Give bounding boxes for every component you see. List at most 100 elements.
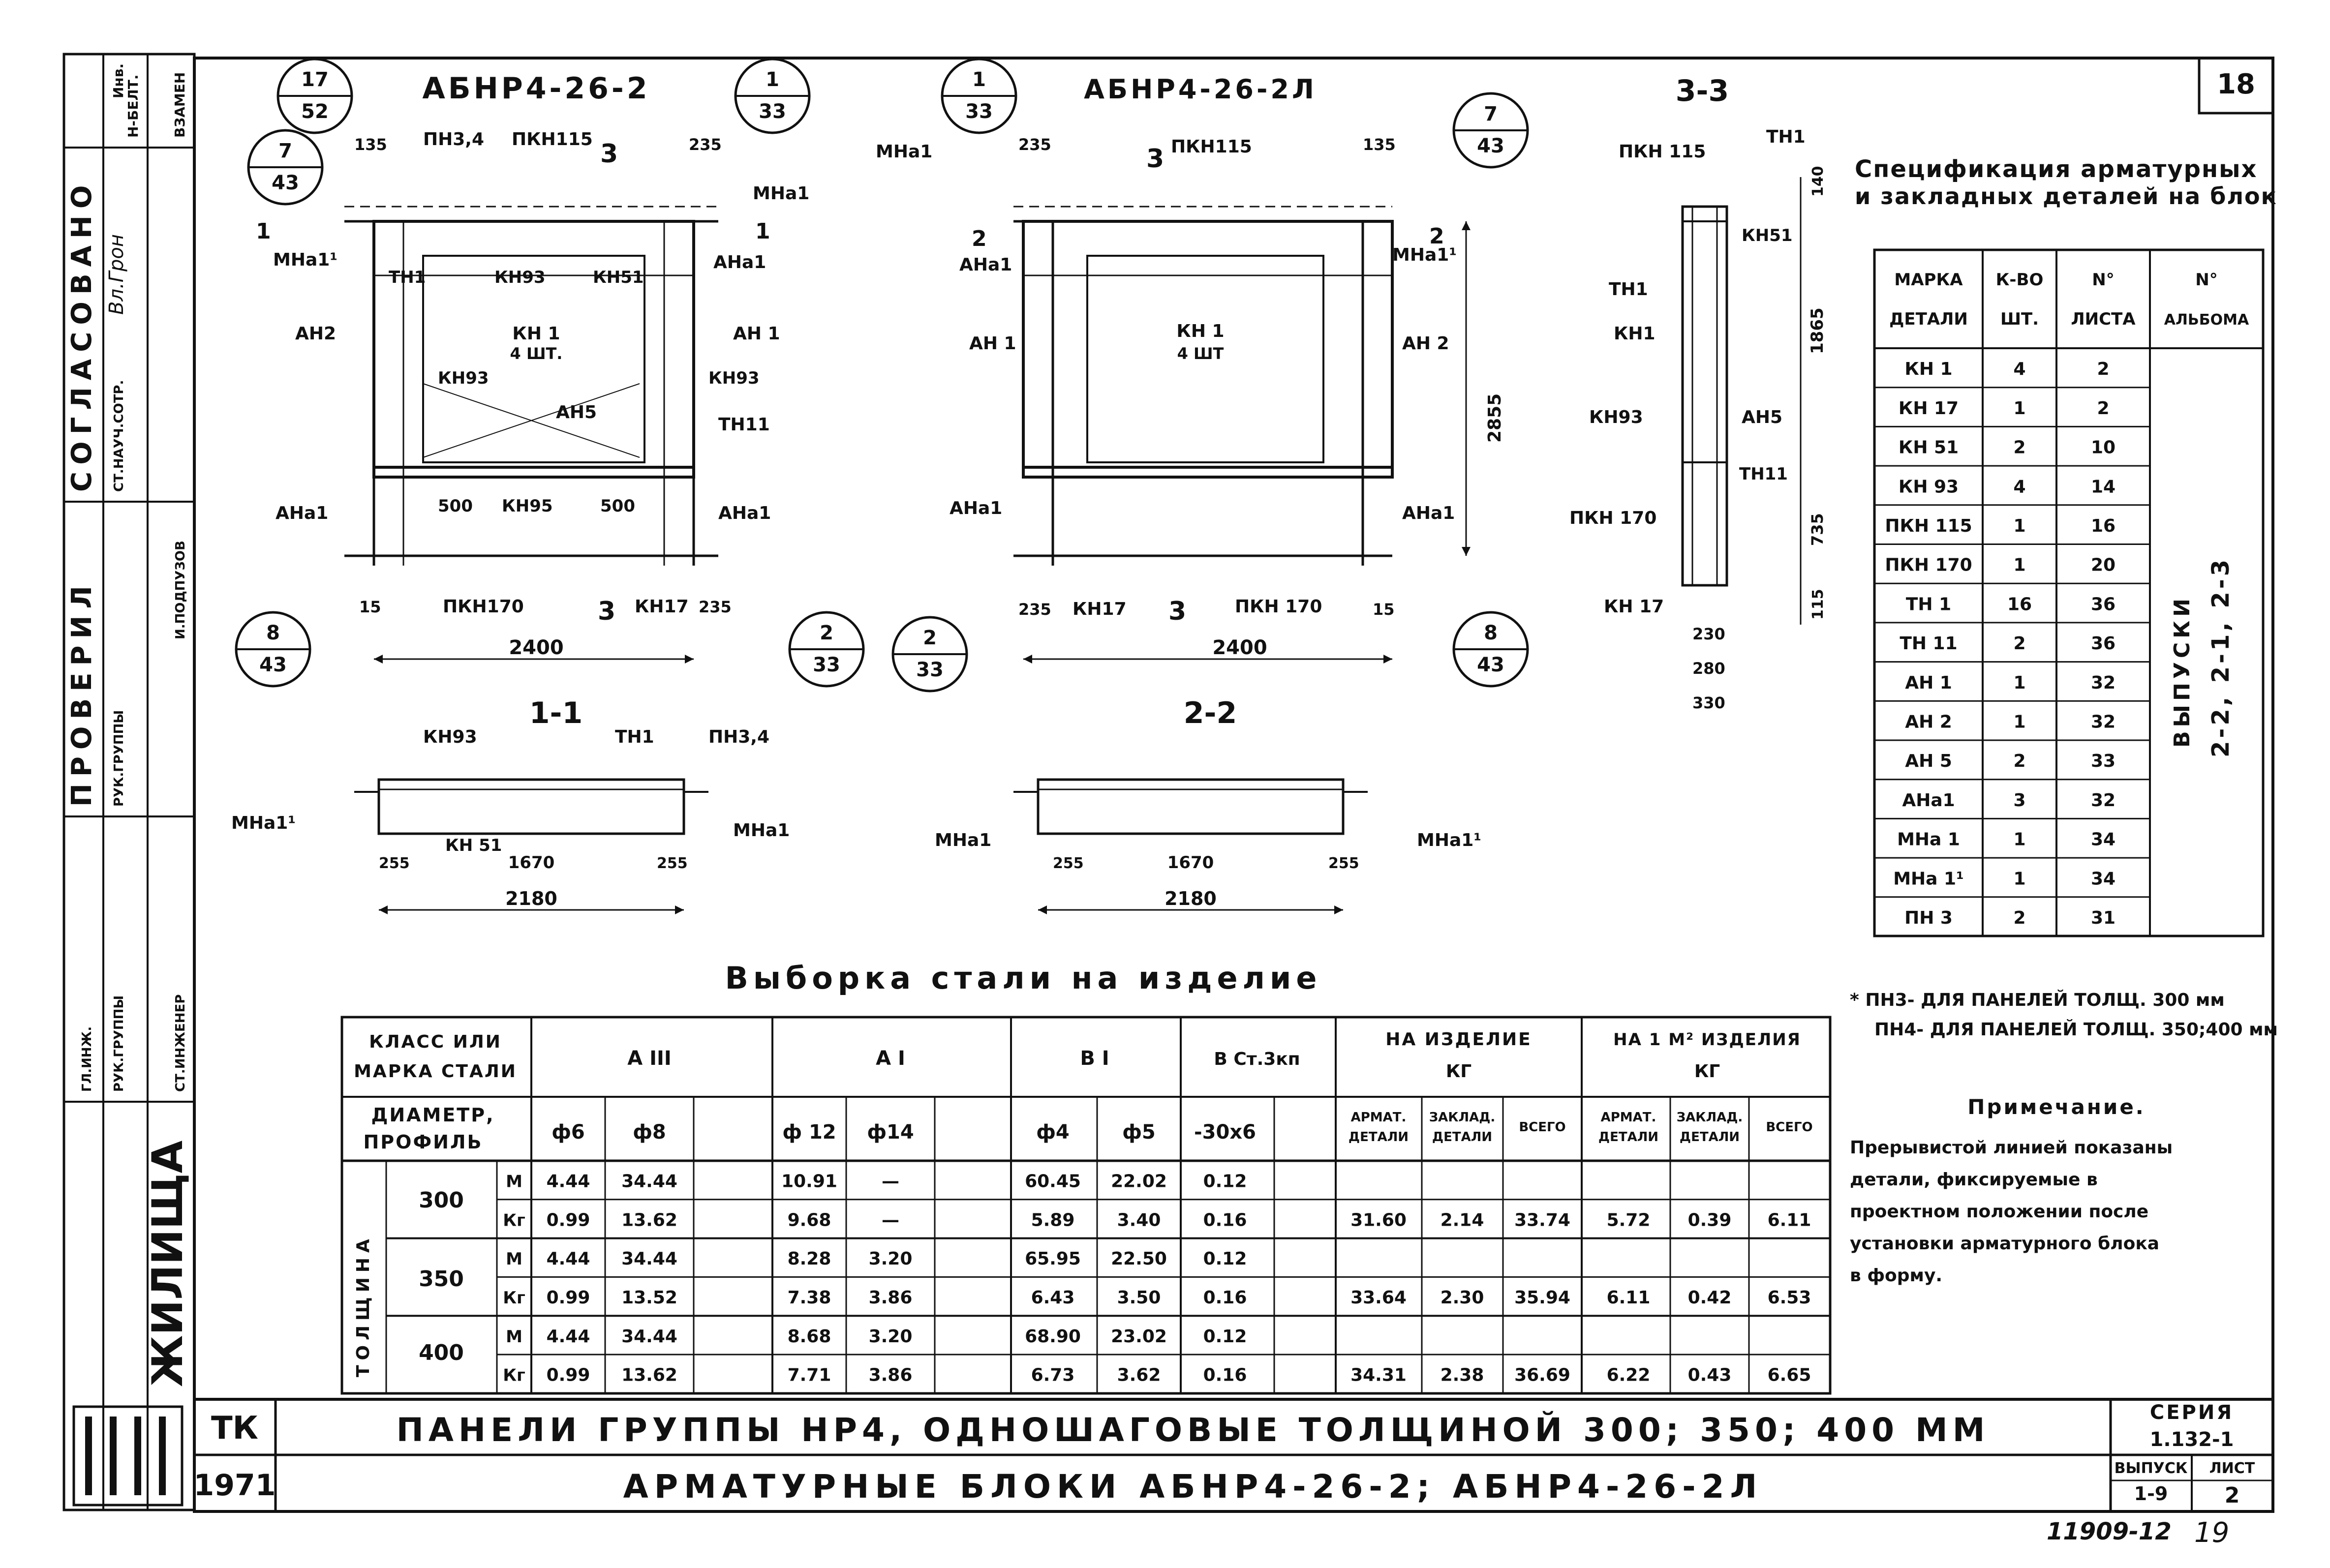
callout-bottom: 52 <box>301 100 329 123</box>
steel-cell: 2.30 <box>1441 1288 1484 1308</box>
dimension: 235 <box>689 135 722 154</box>
steel-cell: 3.20 <box>869 1327 913 1347</box>
spec-cell: 4 <box>2013 359 2025 379</box>
steel-cell: 0.43 <box>1688 1365 1732 1386</box>
stamp-label: Инв. <box>110 63 126 98</box>
dimension: 2180 <box>1165 888 1217 909</box>
dimension: 2855 <box>1485 393 1505 443</box>
spec-cell: 14 <box>2091 477 2115 497</box>
view-title: 1-1 <box>529 696 582 730</box>
label: ПКН115 <box>1171 137 1252 157</box>
spec-header: МАРКА <box>1894 270 1963 290</box>
label: КН93 <box>438 368 489 388</box>
thickness-label: ТОЛЩИНА <box>353 1234 373 1377</box>
label: ТН1 <box>1766 127 1806 147</box>
bottom-page: 19 <box>2194 1517 2229 1549</box>
steel-group: КГ <box>1694 1061 1720 1082</box>
spec-header: ШТ. <box>2000 309 2039 329</box>
spec-cell: ПКН 115 <box>1885 516 1972 536</box>
dimension: 15 <box>1373 600 1395 619</box>
steel-cell: 10.91 <box>781 1172 837 1192</box>
section-mark: 3 <box>598 597 615 626</box>
label: МНа1 <box>935 830 991 850</box>
spec-cell: ПКН 170 <box>1885 555 1972 575</box>
dimension: 255 <box>379 855 410 872</box>
label: КН 51 <box>445 836 502 855</box>
dimension: 230 <box>1692 625 1725 643</box>
spec-cell: 34 <box>2091 869 2115 889</box>
spec-table: Спецификация арматурных и закладных дета… <box>1855 155 2276 937</box>
steel-cell: 6.22 <box>1607 1365 1651 1386</box>
sub-header: ВСЕГО <box>1766 1120 1812 1135</box>
spec-cell: 31 <box>2091 908 2115 928</box>
note-line: детали, фиксируемые в <box>1850 1170 2098 1190</box>
steel-cell: 0.99 <box>547 1365 590 1386</box>
spec-cell: 2 <box>2013 633 2025 654</box>
steel-cell: 33.74 <box>1514 1210 1570 1230</box>
steel-cell: 6.11 <box>1768 1210 1811 1230</box>
dimension: 235 <box>1018 135 1051 154</box>
sub-header: ДЕТАЛИ <box>1680 1130 1740 1145</box>
dimension: 235 <box>699 598 732 616</box>
steel-group: А III <box>627 1047 672 1070</box>
steel-group: А I <box>876 1047 905 1070</box>
label: АНа1 <box>1402 503 1455 523</box>
sub-header: АРМАТ. <box>1351 1110 1407 1125</box>
tk-label: ТК <box>211 1410 258 1447</box>
label: 4 ШТ. <box>510 344 563 363</box>
stamp-label: СТ.НАУЧ.СОТР. <box>112 380 126 492</box>
label: АН5 <box>556 402 597 422</box>
thickness: 300 <box>419 1188 464 1213</box>
steel-group: КГ <box>1446 1061 1472 1082</box>
steel-cell: 4.44 <box>547 1172 590 1192</box>
sub-header: ДЕТАЛИ <box>1598 1130 1658 1145</box>
dimension: 1865 <box>1808 307 1827 354</box>
steel-cell: 0.12 <box>1203 1172 1247 1192</box>
steel-cell: 9.68 <box>788 1210 831 1230</box>
sub-header: ЗАКЛАД. <box>1429 1110 1496 1125</box>
spec-header: ЛИСТА <box>2071 309 2136 329</box>
spec-cell: 32 <box>2091 673 2115 693</box>
label: КН1 <box>1614 324 1656 344</box>
stamp-label: И.ПОДПУЗОВ <box>173 541 188 639</box>
label: АН2 <box>295 324 336 344</box>
sheet-number: 18 <box>2217 68 2255 100</box>
spec-cell: АН 1 <box>1905 673 1952 693</box>
section-mark: 3 <box>600 139 618 169</box>
spec-cell: МНа 1¹ <box>1893 869 1964 889</box>
section-2-2: 2-2 МНа1 МНа1¹ 255 1670 255 2180 <box>935 696 1481 914</box>
label: ПН3,4 <box>708 727 769 747</box>
stamp-label: ГЛ.ИНЖ. <box>80 1026 94 1092</box>
thickness: 350 <box>419 1266 464 1292</box>
steel-cell: 7.38 <box>788 1288 831 1308</box>
callout-top: 7 <box>278 140 292 162</box>
spec-header: ДЕТАЛИ <box>1889 309 1968 329</box>
steel-cell: 0.16 <box>1203 1210 1247 1230</box>
label: ПН3,4 <box>423 129 484 150</box>
note-line: проектном положении после <box>1850 1202 2148 1222</box>
sub-header: ДЕТАЛИ <box>1432 1130 1492 1145</box>
label: МНа1 <box>753 183 809 204</box>
dimension: 15 <box>359 598 381 616</box>
steel-cell: 23.02 <box>1111 1327 1167 1347</box>
label: КН93 <box>494 268 546 287</box>
spec-cell: МНа 1 <box>1897 830 1960 850</box>
spec-cell: АН 5 <box>1905 751 1952 771</box>
label: 500 <box>600 496 635 516</box>
label: ТН1 <box>389 268 426 287</box>
diameter-header: -30х6 <box>1194 1121 1256 1144</box>
diameter-header: ф14 <box>867 1121 914 1144</box>
steel-cell: 34.44 <box>621 1327 677 1347</box>
label: АНа1 <box>959 255 1012 275</box>
callout-bottom: 43 <box>1477 135 1504 157</box>
series-label: СЕРИЯ <box>2150 1401 2234 1424</box>
section-mark: 1 <box>256 219 271 244</box>
steel-cell: 3.40 <box>1117 1210 1161 1230</box>
steel-cell: — <box>882 1210 899 1230</box>
unit-cell: М <box>506 1249 522 1269</box>
label: ПКН170 <box>443 597 524 617</box>
steel-group: НА 1 М² ИЗДЕЛИЯ <box>1613 1030 1801 1050</box>
section-1-1: 1-1 КН93 ТН1 ПН3,4 МНа1¹ КН 51 МНа1 255 … <box>231 696 790 914</box>
steel-title: Выборка стали на изделие <box>725 960 1322 996</box>
footnote: ПН4- ДЛЯ ПАНЕЛЕЙ ТОЛЩ. 350;400 мм <box>1874 1019 2278 1040</box>
